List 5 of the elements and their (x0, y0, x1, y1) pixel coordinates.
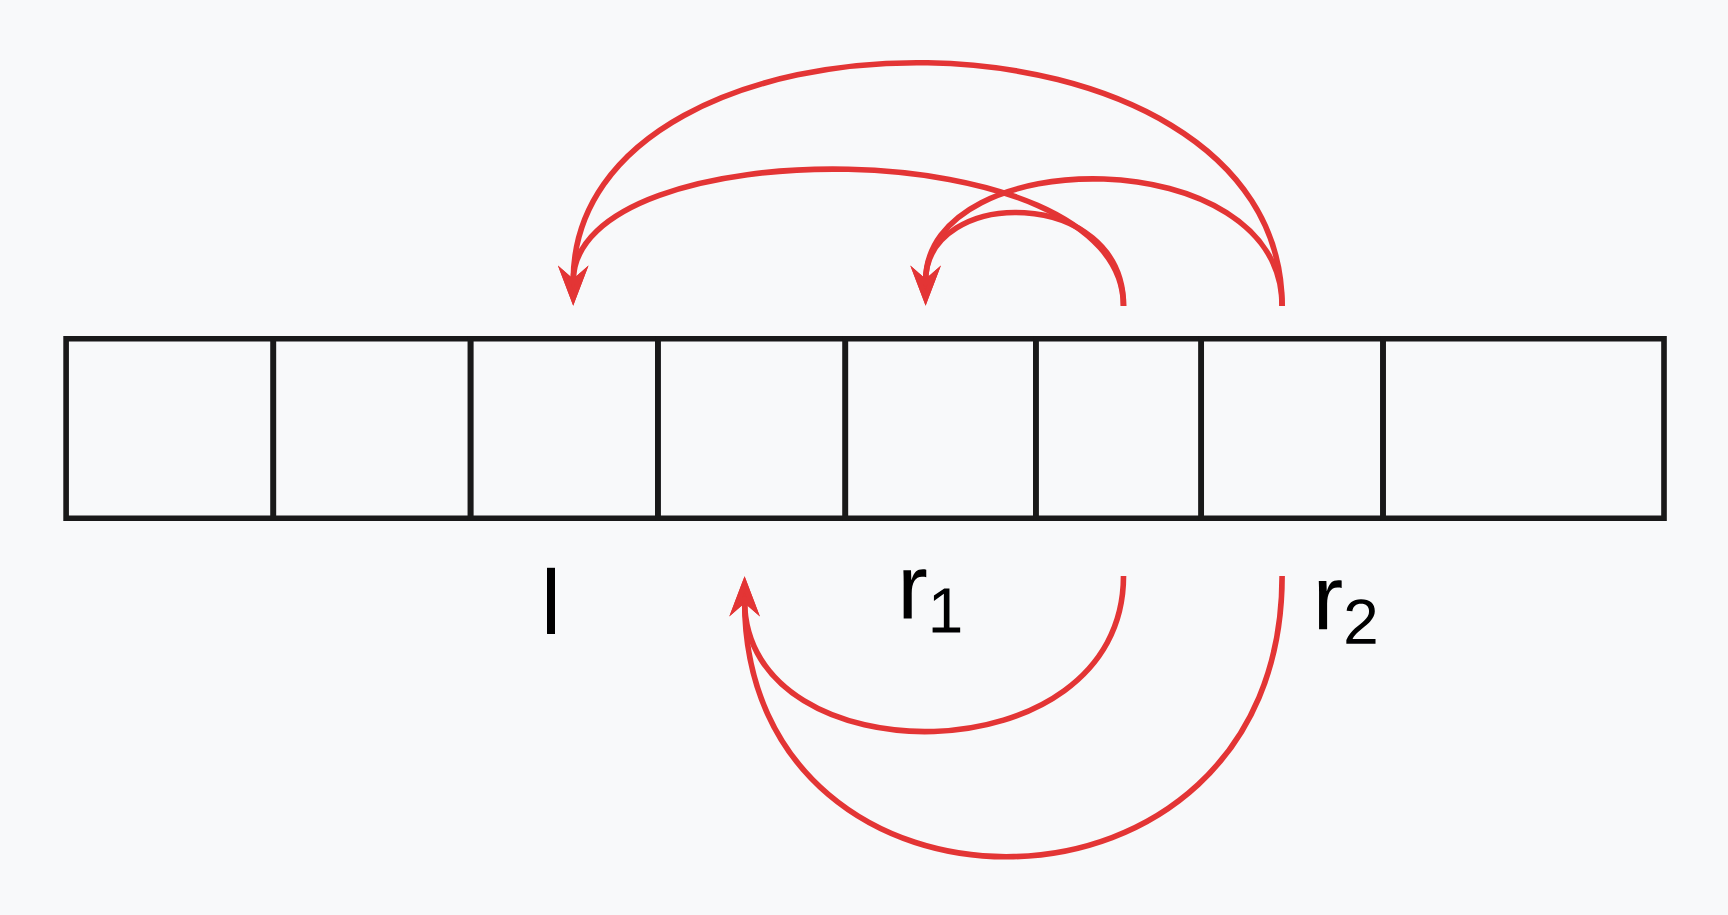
index-label: r$_{2}$ (1318, 580, 1376, 644)
arrow (729, 575, 1285, 860)
array-cell (1380, 335, 1667, 522)
index-label: l (547, 567, 555, 634)
index-label: r$_{1}$ (903, 569, 961, 633)
